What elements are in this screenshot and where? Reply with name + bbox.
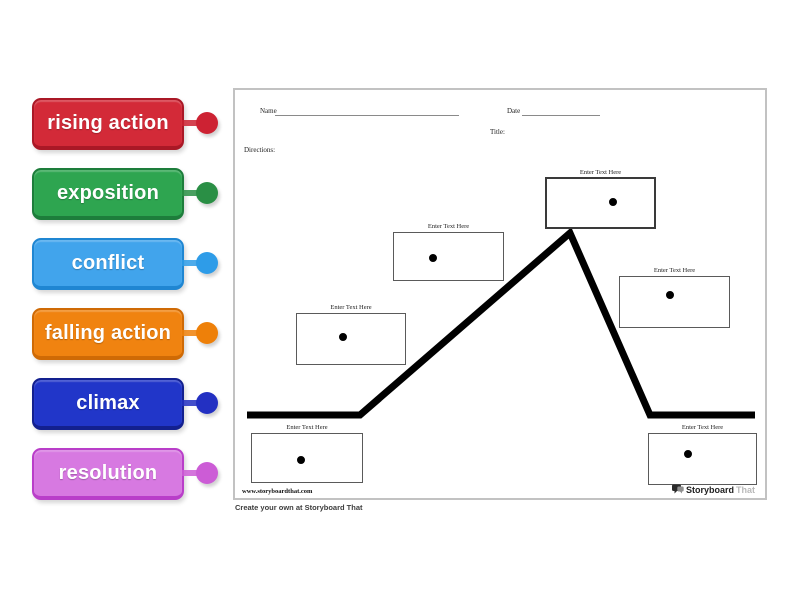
connector-stem [182,470,206,476]
label-text: conflict [71,251,145,274]
connector-stem [182,190,206,196]
plot-mountain-line [247,227,755,419]
label-text: climax [76,391,140,414]
drop-box-caption: Enter Text Here [286,424,328,431]
drop-target-ring[interactable] [339,333,347,341]
drop-box-rising-upper: Enter Text Here [393,223,504,281]
connector-dot[interactable] [196,112,218,134]
drop-box-caption: Enter Text Here [653,267,696,274]
drop-box-bottom-right: Enter Text Here [648,424,757,485]
connector-stem [182,260,206,266]
create-your-own-caption: Create your own at Storyboard That [235,503,363,512]
label-chip-resolution[interactable]: resolution [32,448,218,500]
connector-stem [182,120,206,126]
label-chip-climax[interactable]: climax [32,378,218,430]
connector-dot[interactable] [196,392,218,414]
label-chip-exposition[interactable]: exposition [32,168,218,220]
logo-text-light: That [736,484,755,495]
title-label: Title: [490,128,505,136]
label-chip-rising-action[interactable]: rising action [32,98,218,150]
speech-bubble-icon [671,484,684,494]
drop-box-caption: Enter Text Here [579,169,622,176]
logo-text-bold: Storyboard [685,484,734,495]
drop-target-ring[interactable] [684,450,692,458]
plot-diagram-worksheet: Name Date Title: Directions: Enter Text … [233,88,767,500]
connector-dot[interactable] [196,462,218,484]
connector-dot[interactable] [196,252,218,274]
drop-box-caption: Enter Text Here [427,223,470,230]
label-text: resolution [58,461,158,484]
storyboardthat-url: www.storyboardthat.com [242,488,313,495]
label-text: exposition [56,181,159,204]
connector-stem [182,330,206,336]
drop-target-ring[interactable] [429,254,437,262]
label-chip-falling-action[interactable]: falling action [32,308,218,360]
connector-dot[interactable] [196,182,218,204]
connector-dot[interactable] [196,322,218,344]
label-text: rising action [47,111,169,134]
drop-box-caption: Enter Text Here [330,304,372,311]
connector-stem [182,400,206,406]
date-blank-line [522,115,600,116]
label-text: falling action [44,321,172,344]
drop-box-rising-lower: Enter Text Here [296,304,406,365]
label-chip-conflict[interactable]: conflict [32,238,218,290]
name-blank-line [275,115,459,116]
drop-box-falling-slope: Enter Text Here [619,267,730,328]
drop-target-ring[interactable] [609,198,617,206]
directions-label: Directions: [244,146,276,154]
drop-target-ring[interactable] [297,456,305,464]
name-label: Name [260,107,277,115]
drop-target-ring[interactable] [666,291,674,299]
date-label: Date [507,107,521,115]
drop-box-climax-peak: Enter Text Here [545,169,656,229]
drop-box-caption: Enter Text Here [681,424,724,431]
drop-box-bottom-left: Enter Text Here [251,424,363,483]
